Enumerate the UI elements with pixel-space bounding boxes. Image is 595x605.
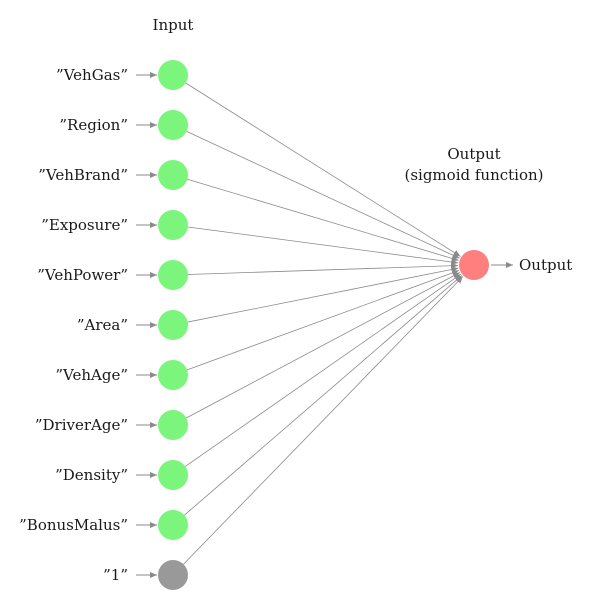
input-label: ”VehPower” — [37, 266, 128, 284]
input-node — [158, 60, 188, 90]
input-layer: ”VehGas” ”Region” ”VehBrand” ”Exposure” ”Veh… — [19, 60, 188, 590]
edge-to-output — [186, 130, 460, 259]
input-node — [158, 260, 188, 290]
input-label: ”Density” — [55, 466, 128, 484]
input-node — [158, 360, 188, 390]
bias-node — [158, 560, 188, 590]
input-label: ”BonusMalus” — [19, 516, 128, 534]
input-label: ”Area” — [77, 316, 128, 334]
input-label: ”Region” — [59, 116, 128, 134]
input-label: ”VehBrand” — [38, 166, 128, 184]
edge-to-output — [183, 276, 464, 565]
input-node — [158, 410, 188, 440]
edge-to-output — [187, 178, 459, 262]
input-header: Input — [153, 16, 194, 34]
output-header-line2: (sigmoid function) — [404, 166, 543, 184]
input-label: ”VehGas” — [56, 66, 128, 84]
output-node — [459, 250, 489, 280]
input-node — [158, 210, 188, 240]
edge-to-output — [186, 270, 460, 371]
input-label: ”Exposure” — [41, 216, 128, 234]
edge-to-output — [187, 226, 459, 265]
edge-to-output — [187, 266, 459, 323]
input-label: ”DriverAge” — [35, 416, 128, 434]
edge-to-output — [186, 272, 461, 419]
input-node — [158, 160, 188, 190]
input-node — [158, 110, 188, 140]
output-label: Output — [519, 256, 572, 274]
edge-to-output — [187, 262, 459, 275]
edge-to-output — [185, 273, 462, 467]
edge-to-output — [185, 82, 461, 257]
input-node — [158, 460, 188, 490]
input-label: ”1” — [103, 566, 128, 584]
input-label: ”VehAge” — [55, 366, 128, 384]
output-header-line1: Output — [447, 145, 500, 163]
edge-to-output — [184, 275, 463, 516]
input-node — [158, 310, 188, 340]
connection-edges — [183, 82, 464, 565]
input-node — [158, 510, 188, 540]
